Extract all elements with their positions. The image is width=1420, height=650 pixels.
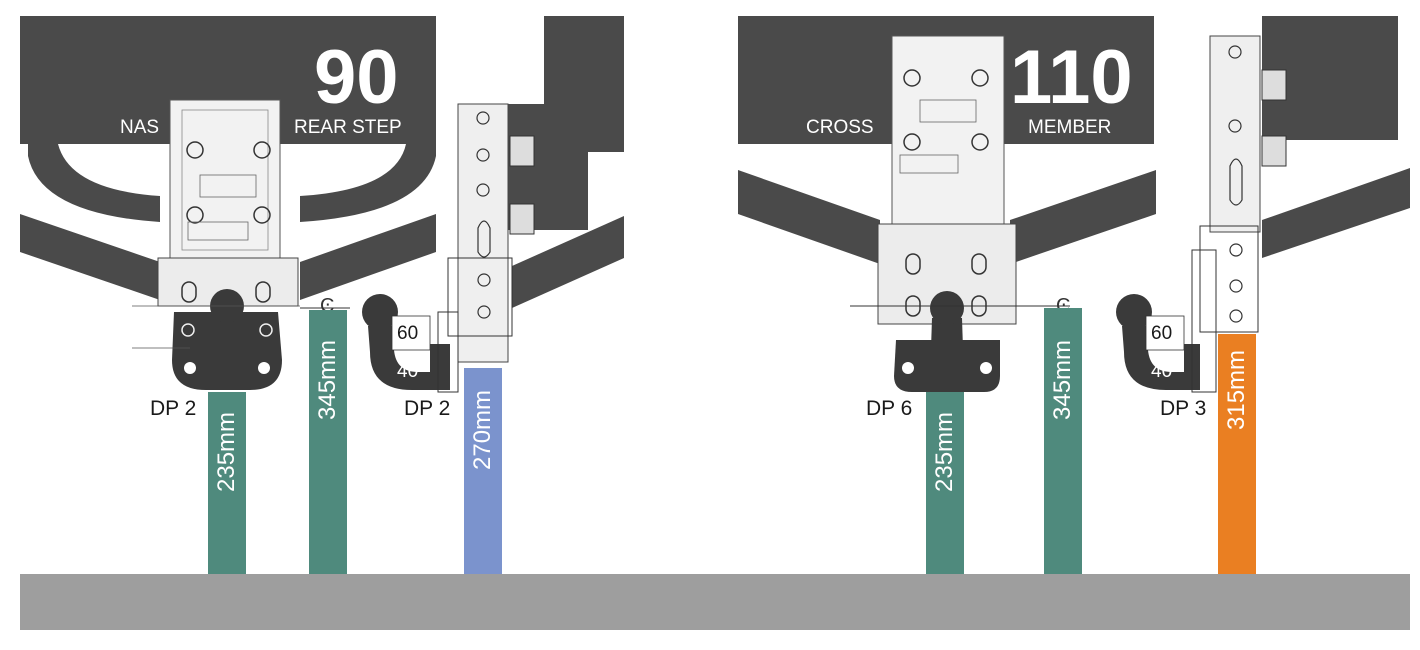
left-ball-40: 40: [397, 361, 419, 382]
ground-strip: [20, 574, 1410, 630]
right-dp-side: DP 3: [1160, 397, 1207, 420]
right-dp-front: DP 6: [866, 397, 913, 420]
bar-right-235-label: 235mm: [931, 411, 958, 492]
bar-left-270: [464, 368, 502, 574]
bar-right-315: [1218, 334, 1256, 574]
left-ball-60: 60: [397, 323, 419, 344]
right-ball-60: 60: [1151, 323, 1173, 344]
bar-left-235-label: 235mm: [213, 411, 240, 492]
left-chassis: Ͼ: [20, 16, 436, 390]
left-side-view: [362, 16, 624, 393]
right-ball-40: 40: [1151, 361, 1173, 382]
right-model-number: 110: [1010, 35, 1133, 120]
bar-left-235: [208, 392, 246, 574]
right-label-left: CROSS: [806, 117, 874, 138]
right-label-right: MEMBER: [1028, 117, 1112, 138]
bar-right-345-label: 345mm: [1049, 339, 1076, 420]
bar-right-235: [926, 392, 964, 574]
bar-right-345: [1044, 308, 1082, 574]
left-label-right: REAR STEP: [294, 117, 402, 138]
bar-left-270-label: 270mm: [469, 389, 496, 470]
right-side-view: [1116, 16, 1410, 393]
left-model-number: 90: [314, 35, 399, 120]
left-dp-side: DP 2: [404, 397, 451, 420]
bar-left-345: [309, 310, 347, 574]
left-label-left: NAS: [120, 117, 160, 138]
bar-left-345-label: 345mm: [314, 339, 341, 420]
left-dp-front: DP 2: [150, 397, 197, 420]
bar-right-315-label: 315mm: [1223, 349, 1250, 430]
